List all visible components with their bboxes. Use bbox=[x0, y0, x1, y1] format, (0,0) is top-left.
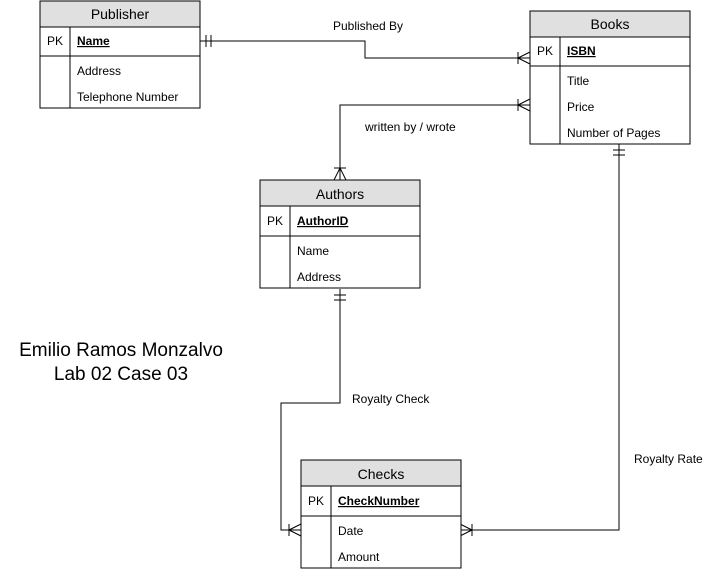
crows-foot-marker bbox=[459, 523, 473, 531]
crows-foot-marker bbox=[517, 51, 531, 59]
attribute-field: Name bbox=[297, 244, 329, 258]
entity-header bbox=[300, 459, 462, 487]
attribute-field: Price bbox=[567, 100, 595, 114]
entity-title: Publisher bbox=[91, 6, 150, 22]
crows-foot-marker bbox=[339, 167, 347, 181]
crows-foot-marker bbox=[288, 529, 302, 537]
entity-header bbox=[529, 10, 691, 38]
attribute-field: Title bbox=[567, 74, 590, 88]
pk-label: PK bbox=[47, 34, 63, 48]
crows-foot-marker bbox=[517, 98, 531, 106]
attribute-field: Address bbox=[77, 64, 121, 78]
crows-foot-marker bbox=[333, 167, 341, 181]
relationship-written-by[interactable] bbox=[333, 98, 531, 181]
relationship-label-royalty-check: Royalty Check bbox=[352, 392, 430, 406]
entity-title: Checks bbox=[358, 466, 405, 482]
pk-label: PK bbox=[308, 494, 324, 508]
relationship-line bbox=[200, 40, 530, 59]
attribute-field: Address bbox=[297, 270, 341, 284]
relationship-label-royalty-rate: Royalty Rate bbox=[634, 452, 703, 466]
crows-foot-marker bbox=[517, 104, 531, 112]
relationship-royalty-check[interactable] bbox=[280, 289, 346, 537]
attribute-field: Number of Pages bbox=[567, 126, 660, 140]
entity-publisher[interactable]: Publisher PK Name Address Telephone Numb… bbox=[39, 0, 201, 109]
author-note: Emilio Ramos Monzalvo Lab 02 Case 03 bbox=[19, 340, 223, 385]
relationship-published-by[interactable] bbox=[200, 35, 531, 65]
relationship-royalty-rate[interactable] bbox=[459, 144, 625, 537]
crows-foot-marker bbox=[459, 529, 473, 537]
relationship-label-written-by: written by / wrote bbox=[364, 120, 456, 134]
relationship-label-published-by: Published By bbox=[333, 19, 403, 33]
entity-checks[interactable]: Checks PK CheckNumber Date Amount bbox=[300, 459, 462, 569]
relationship-line bbox=[280, 289, 341, 531]
pk-label: PK bbox=[267, 214, 283, 228]
primary-key-field: Name bbox=[77, 34, 110, 48]
entity-books[interactable]: Books PK ISBN Title Price Number of Page… bbox=[529, 10, 691, 145]
note-lab-case: Lab 02 Case 03 bbox=[54, 364, 188, 385]
attribute-field: Amount bbox=[338, 550, 380, 564]
crows-foot-marker bbox=[288, 523, 302, 531]
relationship-line bbox=[460, 144, 620, 531]
crows-foot-marker bbox=[517, 57, 531, 65]
relationship-line bbox=[339, 104, 530, 180]
entity-authors[interactable]: Authors PK AuthorID Name Address bbox=[259, 179, 421, 289]
note-author-name: Emilio Ramos Monzalvo bbox=[19, 340, 223, 361]
attribute-field: Date bbox=[338, 524, 364, 538]
entity-header bbox=[259, 179, 421, 207]
primary-key-field: ISBN bbox=[567, 44, 596, 58]
entity-title: Authors bbox=[316, 186, 364, 202]
pk-label: PK bbox=[537, 44, 553, 58]
entity-title: Books bbox=[591, 16, 630, 32]
primary-key-field: AuthorID bbox=[297, 214, 349, 228]
entity-header bbox=[39, 0, 201, 28]
attribute-field: Telephone Number bbox=[77, 90, 178, 104]
primary-key-field: CheckNumber bbox=[338, 494, 420, 508]
